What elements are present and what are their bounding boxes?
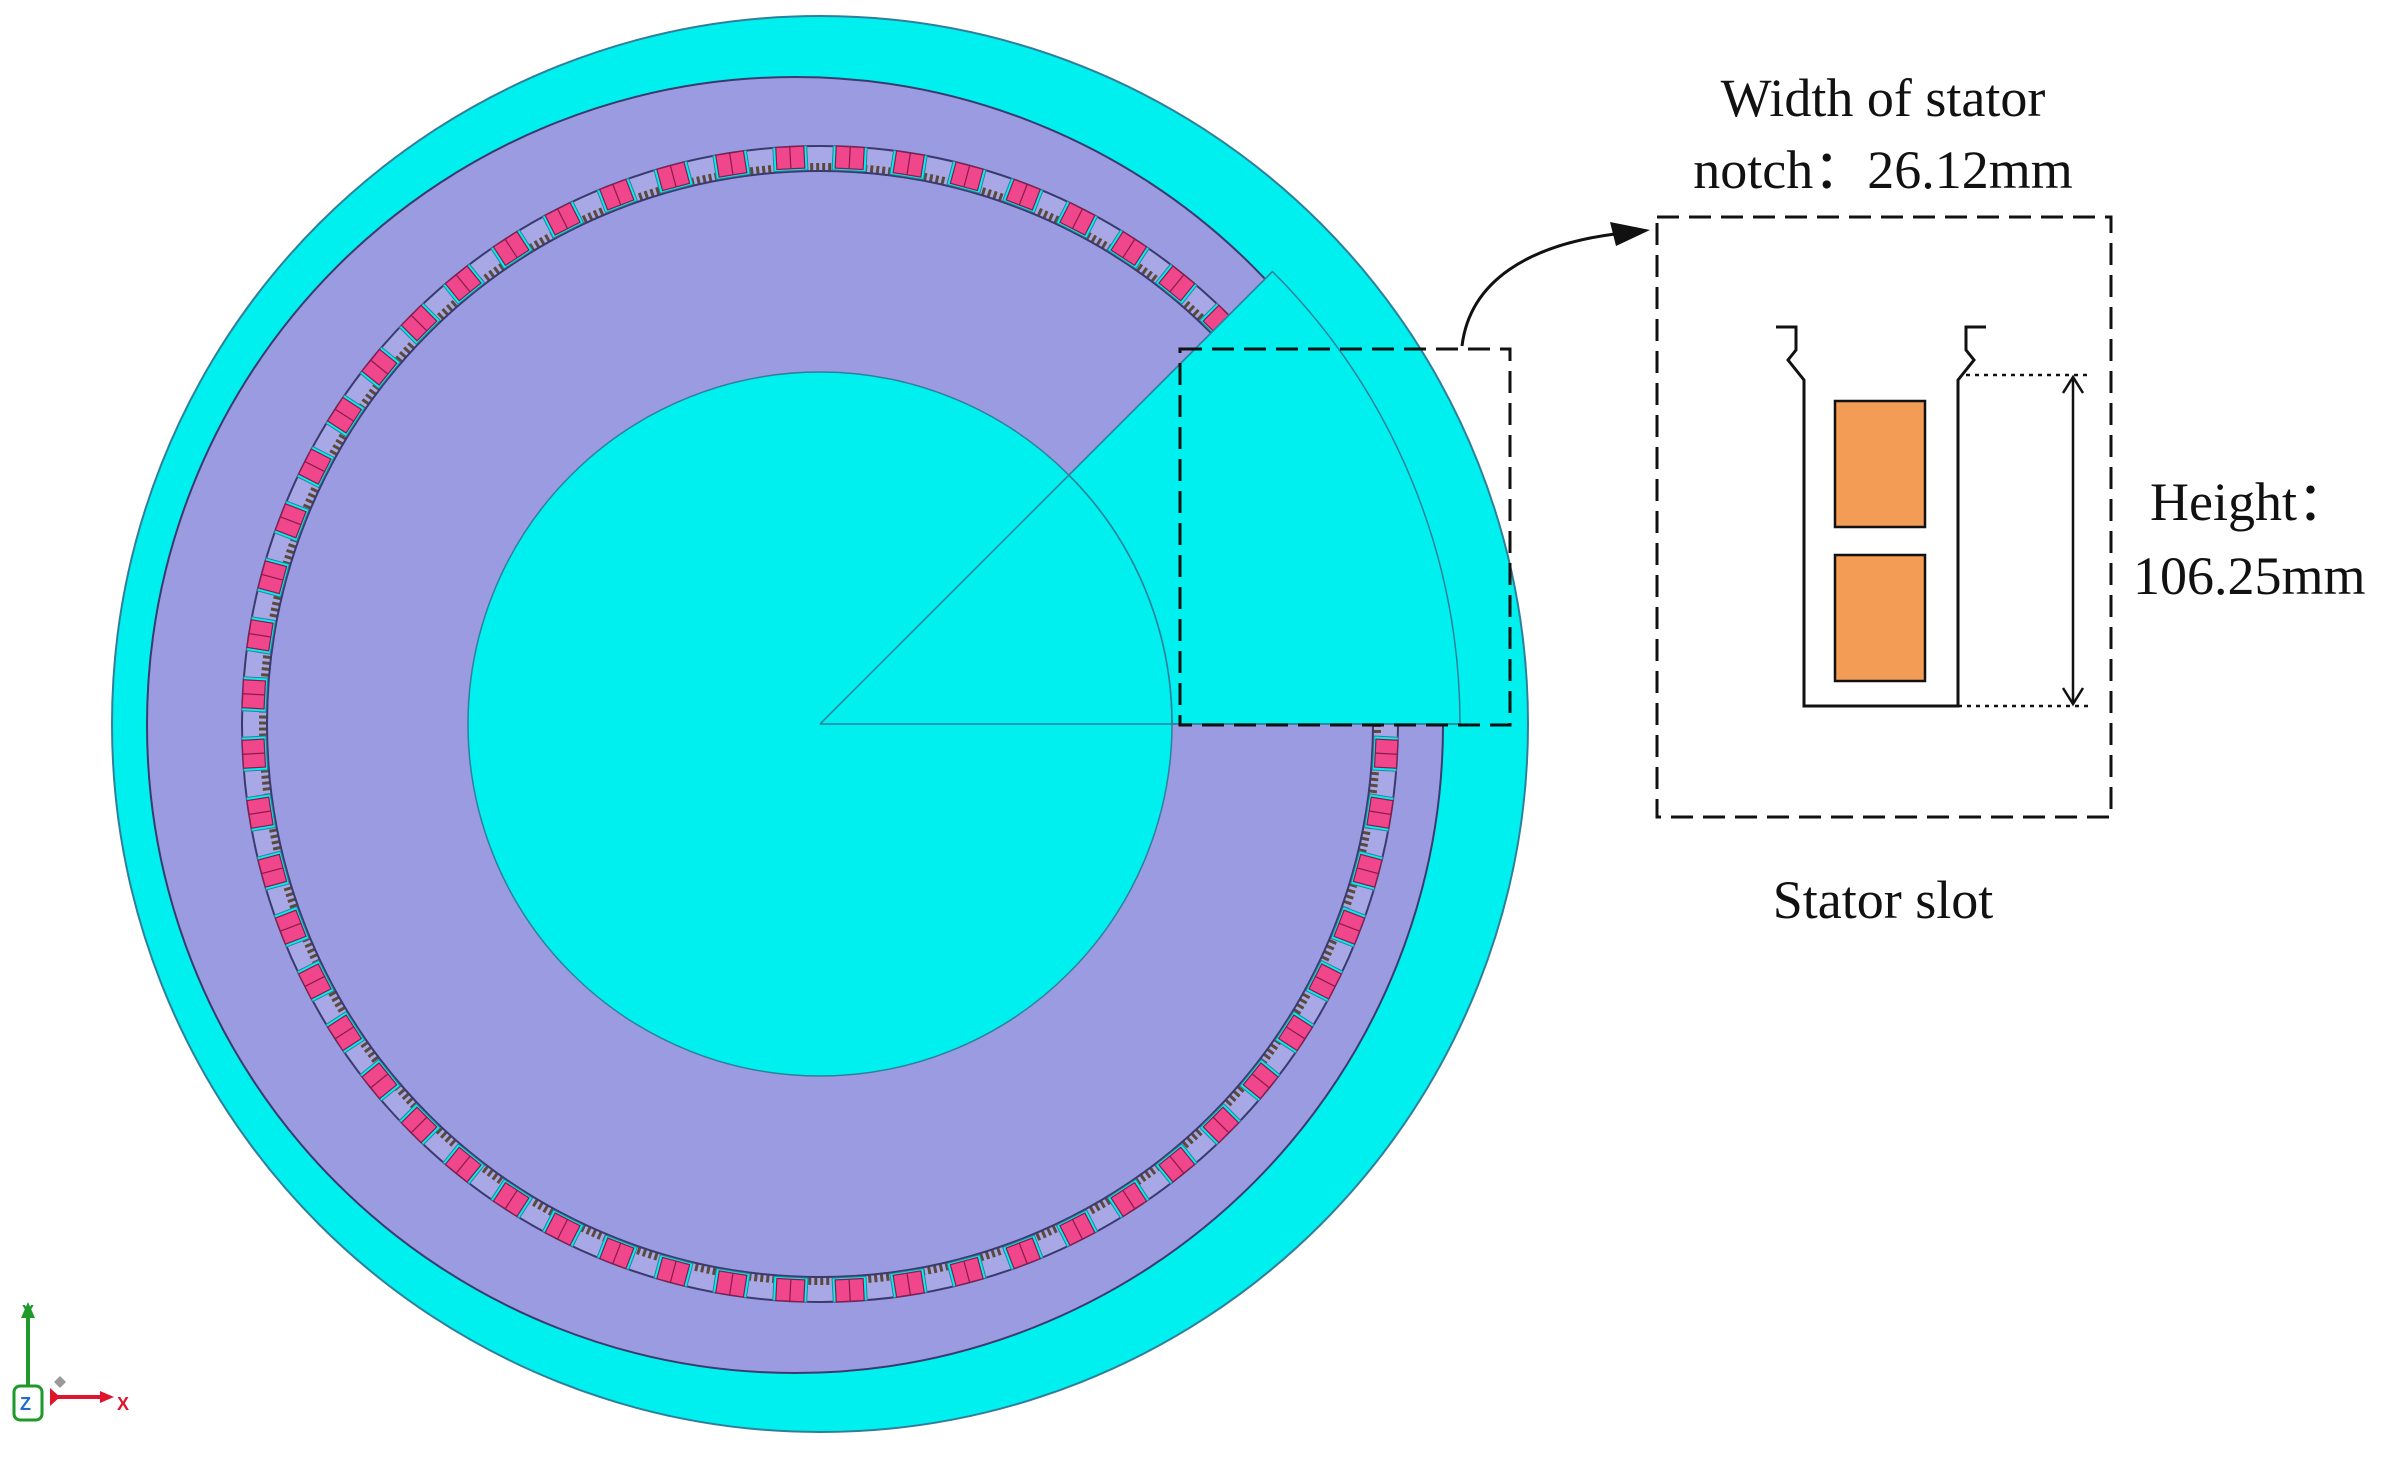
triad-x-label: X [117,1394,129,1414]
stator-slot [1305,959,1344,1003]
detail-panel-box [1655,215,2113,819]
callout-arrow-head [1610,222,1650,246]
stator-slots [241,145,1399,1303]
stator-slot [596,1234,638,1271]
triad-y-label: Y [22,1302,34,1322]
stator-slot [1154,263,1198,305]
stator-slot [245,793,277,832]
stator-slot [1239,1058,1281,1102]
wedge-edge-diagonal [819,270,1274,725]
stator-slot [1055,1209,1099,1248]
stator-slot [359,346,401,390]
machine-cross-section [111,15,1529,1433]
stator-slot [296,959,335,1003]
zoom-region-box [1178,347,1512,727]
stator-slot [946,1254,987,1288]
notch-width-label-line2: notch：26.12mm [1693,140,2072,200]
stator-slot [490,229,534,270]
height-label-line2: 106.25mm [2133,546,2366,606]
stator-slot [653,1254,694,1288]
stator-slot [712,1267,751,1299]
stator-slot [831,145,868,173]
stator-slot [1002,1234,1044,1271]
stator-slot [325,1010,366,1054]
triad-y-arrowhead [21,1302,35,1318]
upper-coil [1833,399,1927,529]
stator-slot [398,302,441,345]
stator-slot [712,149,751,181]
stator-slot [889,1267,928,1299]
stator-slot [831,1275,868,1303]
stator-slot [1106,1178,1150,1219]
stator-slot [296,445,335,489]
lower-coil [1833,553,1927,683]
stator-slot [1154,1143,1198,1185]
height-arrow-top [2061,374,2085,394]
notch-width-label-line1: Width of stator [1721,68,2046,128]
callout-arrow [1460,232,1616,347]
stator-slot [1274,1010,1315,1054]
stator-slot [490,1178,534,1219]
stator-slot [1106,229,1150,270]
stator-slot [1055,200,1099,239]
stator-slot [1350,850,1384,891]
height-label-line1: Height： [2150,472,2351,532]
stator-slot [273,500,310,542]
stator-slot [653,160,694,194]
stator-slot [1002,177,1044,214]
stator-slot [946,160,987,194]
stator-slot [1330,906,1367,948]
stator-slot [442,263,486,305]
axis-triad: Y X Z [12,1302,129,1422]
stator-slot [772,145,809,173]
stator-slot [359,1058,401,1102]
stator-slot [256,557,290,598]
stator-slot [245,616,277,655]
height-arrow-bottom [2061,687,2085,707]
stator-slot [596,177,638,214]
triad-x-arrowhead [100,1391,114,1403]
stator-slot [442,1143,486,1185]
stator-slot [273,906,310,948]
stator-slot [1363,793,1395,832]
triad-origin-marker [50,1388,60,1406]
stator-slot [889,149,928,181]
stator-slot [772,1275,809,1303]
stator-slot [398,1103,441,1146]
detail-caption: Stator slot [1773,870,1994,930]
triad-gray-marker [54,1376,66,1388]
slot-detail [1776,325,2088,708]
slot-outline [1776,325,1986,708]
stator-slot [256,850,290,891]
stator-slot [1199,1103,1242,1146]
stator-slot [241,735,269,772]
stator-slot [541,200,585,239]
stator-slot [1371,735,1399,772]
stator-slot [241,676,269,713]
triad-z-box [12,1384,44,1422]
wedge-arc-inner [1068,474,1173,725]
triad-z-label: Z [20,1394,31,1414]
stator-slot [541,1209,585,1248]
stator-slot [325,394,366,438]
